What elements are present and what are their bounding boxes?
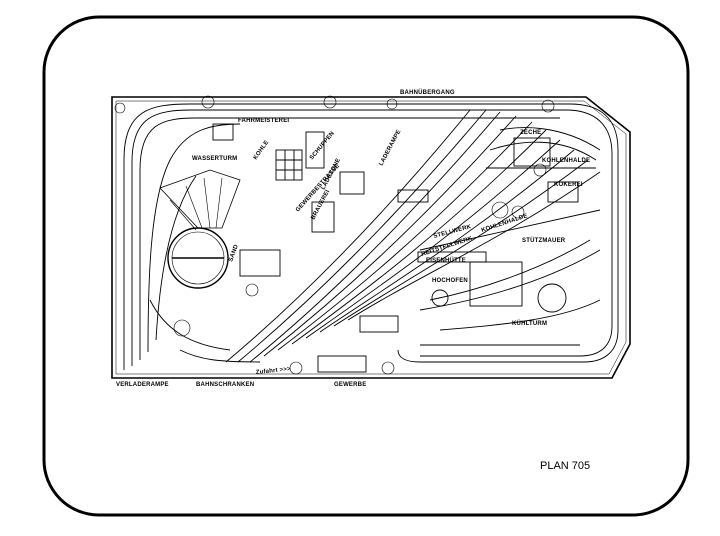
- outer-frame: [42, 15, 690, 517]
- label-laderampe: LADERAMPE: [378, 129, 402, 167]
- label-stuetzmauer: STÜTZMAUER: [522, 237, 566, 244]
- outer-loop-tracks: [123, 103, 619, 370]
- wasserturm-building: [212, 123, 234, 141]
- hochofen-tank: [431, 289, 449, 307]
- ladezone-building: [339, 171, 365, 195]
- label-sand: SAND: [228, 243, 240, 262]
- hochofen-building: [469, 261, 523, 307]
- layout-board: [111, 96, 631, 379]
- label-wasserturm: WASSERTURM: [192, 156, 237, 162]
- yard-tracks: [225, 109, 601, 363]
- sand-building: [239, 249, 281, 277]
- label-bahnschranken: BAHNSCHRANKEN: [196, 382, 254, 388]
- kohle-building: [305, 131, 325, 169]
- label-gewerbe: GEWERBE: [334, 382, 366, 388]
- zeche-building: [513, 137, 551, 167]
- buildings: [212, 123, 579, 373]
- label-kuehlturm: KÜHLTURM: [512, 320, 547, 327]
- kokerei-building: [547, 181, 579, 203]
- gewerbe-building-top: [359, 315, 399, 333]
- label-eisenhuette: EISENHÜTTE: [426, 257, 466, 264]
- plan-label: PLAN 705: [540, 460, 590, 472]
- gewerbe-building-bottom: [317, 355, 367, 373]
- label-kohle: KOHLE: [253, 140, 271, 161]
- label-bahnuebergang: BAHNÜBERGANG: [400, 89, 455, 96]
- label-kohlenhalde-top: KOHLENHALDE: [542, 158, 590, 164]
- label-verladerampe: VERLADERAMPE: [116, 382, 169, 388]
- label-reitstellwerk: REITSTELLWERK: [421, 236, 474, 258]
- eisenhuette-building: [417, 251, 487, 263]
- schuppen-grid: [275, 149, 303, 181]
- kuehlturm: [537, 283, 567, 313]
- label-zeche: ZECHE: [520, 130, 541, 136]
- trees: [114, 95, 555, 375]
- label-hochofen: HOCHOFEN: [432, 278, 468, 284]
- label-fahrmeisterei: FAHRMEISTEREI: [238, 118, 289, 124]
- stellwerk-building: [397, 189, 429, 203]
- brauerei-building: [311, 201, 335, 233]
- label-schuppen: SCHUPPEN: [309, 131, 336, 162]
- label-kokerei: KOKEREI: [554, 182, 583, 188]
- label-zufahrt: Zufahrt >>>: [256, 366, 292, 376]
- turntable: [159, 169, 241, 289]
- diagram-labels: BAHNÜBERGANG FAHRMEISTEREI WASSERTURM KO…: [116, 89, 590, 388]
